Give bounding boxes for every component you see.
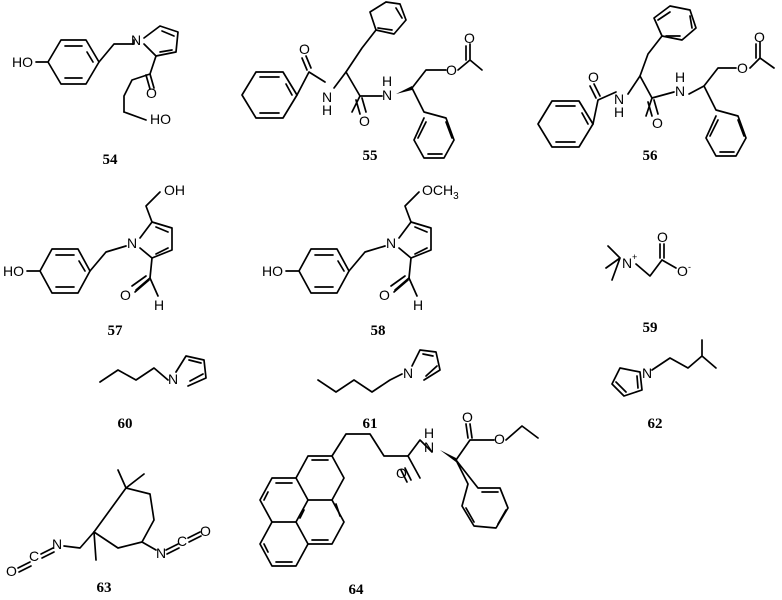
compound-label: 57 (108, 323, 124, 339)
atom-label: C (177, 533, 187, 549)
compound-59: N + O O - 59 (605, 229, 691, 336)
atom-label: H (322, 102, 332, 118)
atom-label: O (754, 29, 765, 45)
atom-label: H (675, 69, 685, 85)
compound-label: 62 (648, 416, 663, 432)
compound-55: O N H O N H O O 55 (241, 1, 483, 164)
atom-label: N (127, 235, 137, 251)
compound-label: 64 (349, 582, 365, 598)
atom-label: OH (164, 182, 185, 198)
atom-label: O (737, 60, 748, 76)
atom-label: O (494, 431, 505, 447)
atom-label: N (642, 365, 652, 381)
compound-57: HO N OH O H 57 (3, 182, 185, 339)
compound-63: O C N N C O 63 (6, 469, 211, 596)
compound-label: 58 (371, 323, 386, 339)
atom-label: N (403, 365, 413, 381)
compound-label: 61 (363, 416, 378, 432)
atom-label: N (322, 89, 332, 105)
atom-label: HO (12, 54, 33, 70)
atom-label: O (379, 287, 390, 303)
compound-62: N 62 (611, 339, 717, 432)
atom-label: O (652, 115, 663, 131)
atom-label: N (622, 255, 632, 271)
atom-label: HO (3, 263, 24, 279)
atom-label: C (29, 548, 39, 564)
atom-label: O (446, 62, 457, 78)
compound-label: 54 (103, 152, 119, 168)
charge: + (632, 252, 637, 262)
atom-label: O (120, 287, 131, 303)
compound-60: N 60 (99, 355, 207, 432)
atom-label: O (200, 523, 211, 539)
atom-label: HO (262, 263, 283, 279)
atom-label: N (382, 87, 392, 103)
atom-label: H (413, 297, 423, 313)
atom-label: O (396, 465, 407, 481)
atom-label: O (462, 409, 473, 425)
compound-label: 55 (363, 148, 378, 164)
atom-label: O (588, 69, 599, 85)
atom-label: N (156, 545, 166, 561)
atom-label: H (424, 425, 434, 441)
atom-label: N (614, 91, 624, 107)
atom-label: N (131, 32, 141, 48)
compound-58: HO N OCH3 O H 58 (262, 182, 459, 339)
compound-label: 56 (643, 148, 659, 164)
subscript: 3 (453, 191, 459, 202)
atom-label: OCH3 (422, 182, 459, 202)
atom-label: O (464, 30, 475, 46)
atom-label: H (614, 104, 624, 120)
compound-54: HO N O HO 54 (12, 25, 179, 168)
atom-label: H (382, 73, 392, 89)
atom-label: N (386, 235, 396, 251)
atom-label: N (424, 439, 434, 455)
atom-label: O (146, 85, 157, 101)
atom-label: OCH (422, 182, 453, 198)
atom-label: O (677, 263, 688, 279)
compound-label: 59 (643, 320, 658, 336)
compound-61: N 62 61 (317, 349, 441, 432)
atom-label: H (154, 297, 164, 313)
atom-label: O (6, 563, 17, 579)
atom-label: O (657, 229, 668, 245)
atom-label: N (675, 83, 685, 99)
atom-label: N (168, 371, 178, 387)
charge: - (688, 262, 691, 272)
compound-label: 63 (97, 580, 112, 596)
atom-label: O (359, 113, 370, 129)
compound-64: O O N H O O 64 (259, 409, 539, 598)
compound-56: O N H O N H O O 56 (537, 5, 775, 164)
compound-label: 60 (118, 416, 133, 432)
atom-label: HO (150, 111, 171, 127)
atom-label: O (299, 41, 310, 57)
atom-label: N (52, 536, 62, 552)
